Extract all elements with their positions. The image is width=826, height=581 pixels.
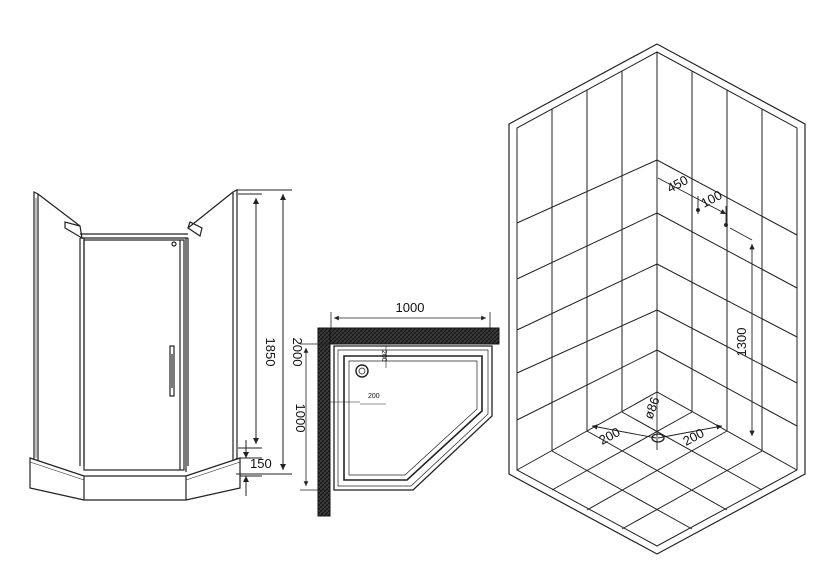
dim-plan-depth: 1000: [293, 404, 308, 433]
plan-drain-icon: [355, 364, 369, 378]
dim-drain-y: 200: [380, 350, 387, 362]
plan-view-walls: [317, 327, 500, 517]
plan-view-tray: [333, 345, 493, 491]
dim-1850: 1850: [263, 338, 278, 367]
dim-2000: 2000: [290, 338, 305, 367]
corner-view-dimensions: [591, 177, 755, 450]
front-view-enclosure: [29, 189, 241, 501]
dim-plan-width: 1000: [396, 300, 425, 315]
dim-drain-diameter: ø86: [641, 395, 663, 421]
dim-1300: 1300: [734, 328, 749, 357]
floor-drain-icon: [651, 433, 665, 443]
dim-100: 100: [698, 187, 724, 210]
dim-drain-x: 200: [368, 393, 380, 400]
corner-view-walls: [508, 43, 806, 555]
front-view-dimensions: [236, 189, 292, 496]
dim-150: 150: [250, 456, 272, 471]
plan-view-dimensions: [300, 312, 491, 491]
